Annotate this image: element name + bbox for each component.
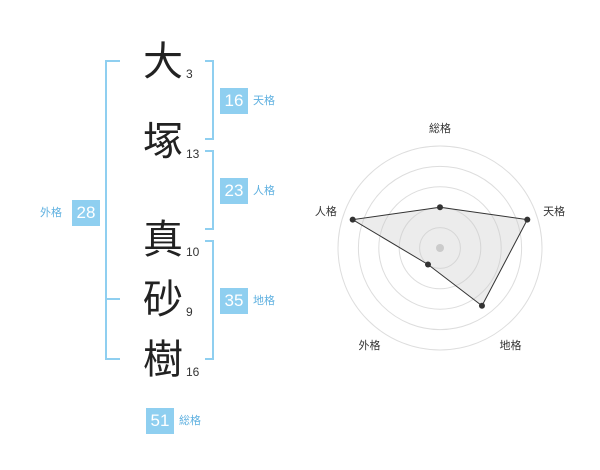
radar-ring [337,145,543,351]
radar-point-2 [524,216,531,223]
radar-ring [378,186,502,310]
chikaku-label: 地格 [253,294,275,307]
jinkaku-label: 人格 [253,184,275,197]
stroke-count-4: 9 [186,305,193,319]
stroke-count-1: 3 [186,67,193,81]
radar-axis-label-3: 地格 [500,338,522,352]
name-char-5: 樹 [143,337,183,383]
jinkaku-value: 23 [220,178,248,204]
radar-axis-label-1: 総格 [429,121,451,135]
radar-center [436,244,444,252]
radar-series-area [351,206,529,307]
chikaku-value: 35 [220,288,248,314]
name-char-1: 大 [143,39,183,85]
radar-axis-label-2: 天格 [543,204,565,218]
radar-point-5 [349,216,356,223]
stroke-count-5: 16 [186,365,200,379]
stroke-count-3: 10 [186,245,200,259]
tenkaku-value: 16 [220,88,248,114]
tenkaku-label: 天格 [253,94,275,107]
soukaku-value: 51 [146,408,174,434]
radar-axis-label-5: 人格 [315,204,337,218]
radar-point-1 [437,204,443,211]
radar-axis-label-4: 外格 [358,338,380,352]
radar-point-3 [478,302,485,309]
gaikaku-value: 28 [72,200,100,226]
name-char-2: 塚 [143,119,183,165]
soukaku-label: 総格 [179,414,201,427]
stroke-count-2: 13 [186,147,200,161]
gaikaku-label: 外格 [40,206,62,219]
radar-ring [419,227,461,269]
radar-point-4 [425,261,432,268]
name-char-3: 真 [143,217,183,263]
radar-ring [357,165,523,331]
name-char-4: 砂 [143,277,183,323]
